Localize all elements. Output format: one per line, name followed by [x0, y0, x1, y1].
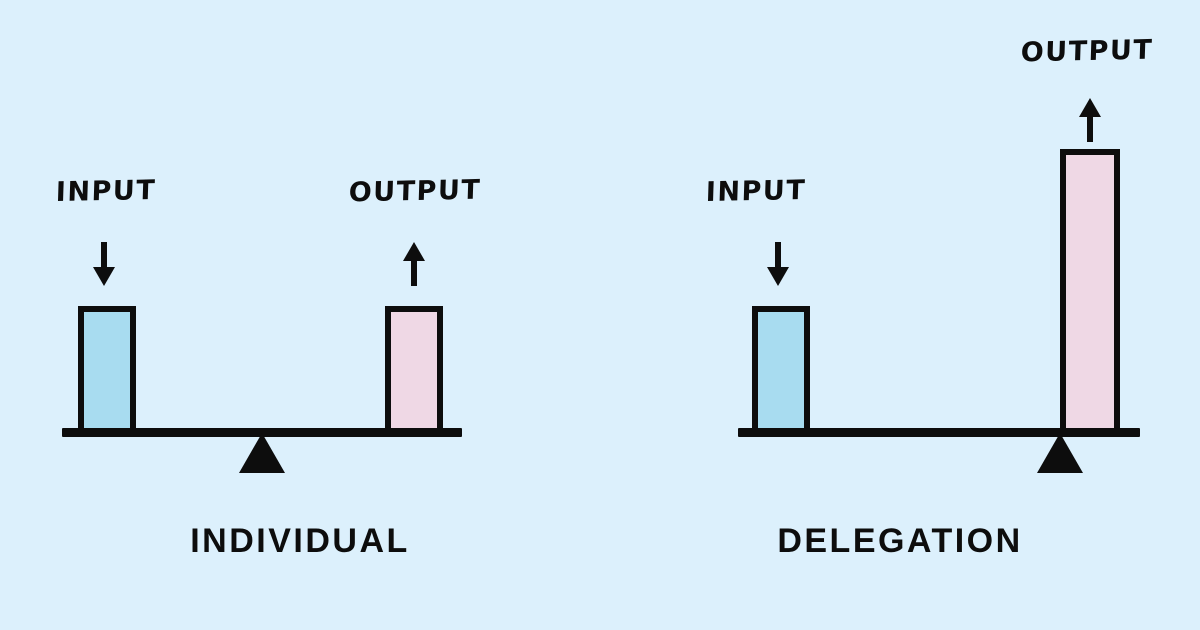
up-arrow-icon — [1074, 96, 1106, 144]
delegation-lever-beam — [738, 428, 1140, 437]
panel-individual: INPUT OUTPUT INDIVIDUAL — [55, 174, 482, 560]
down-arrow-icon — [88, 240, 120, 288]
delegation-output-bar — [1060, 149, 1120, 434]
individual-caption: INDIVIDUAL — [190, 522, 410, 560]
individual-lever-beam — [62, 428, 462, 437]
delegation-fulcrum-triangle — [1037, 433, 1083, 473]
individual-output-bar — [385, 306, 443, 434]
individual-fulcrum-triangle — [239, 433, 285, 473]
individual-input-bar — [78, 306, 136, 434]
delegation-input-label: INPUT — [705, 174, 807, 209]
individual-output-label: OUTPUT — [348, 174, 482, 209]
up-arrow-icon — [398, 240, 430, 288]
delegation-input-bar — [752, 306, 810, 434]
individual-input-label: INPUT — [55, 174, 157, 209]
delegation-output-label: OUTPUT — [1020, 34, 1154, 69]
down-arrow-icon — [762, 240, 794, 288]
delegation-caption: DELEGATION — [777, 522, 1023, 560]
panel-delegation: INPUT OUTPUT DELEGATION — [600, 0, 1200, 630]
